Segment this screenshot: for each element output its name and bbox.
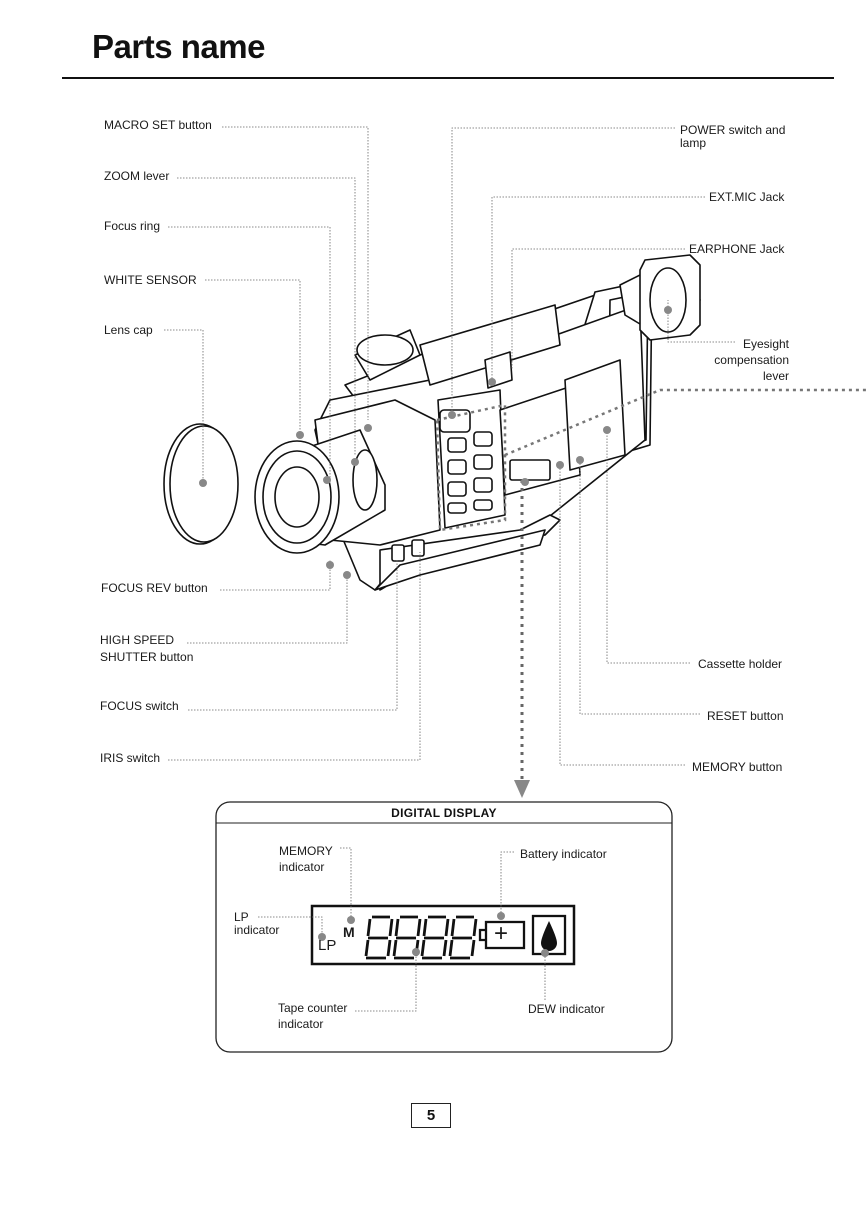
label-lens-cap: Lens cap <box>104 323 153 337</box>
leader-lines-left <box>164 126 421 761</box>
label-high-speed-1: HIGH SPEED <box>100 633 175 647</box>
digital-display-title: DIGITAL DISPLAY <box>391 806 497 820</box>
label-memory-indicator-1: MEMORY <box>279 844 333 858</box>
label-memory-indicator-2: indicator <box>279 860 325 874</box>
label-eyesight-2: compensation <box>714 353 789 367</box>
label-white-sensor: WHITE SENSOR <box>104 273 197 287</box>
label-tape-counter-1: Tape counter <box>278 1001 348 1015</box>
title-rule <box>62 77 834 79</box>
display-panel-frame <box>215 801 673 1053</box>
lcd-battery-plus: + <box>494 920 509 947</box>
label-eyesight-1: Eyesight <box>742 337 789 351</box>
display-callout-dots <box>318 912 549 957</box>
label-eyesight-3: lever <box>762 369 789 383</box>
page-number: 5 <box>411 1103 451 1128</box>
label-lp-indicator-2: indicator <box>234 923 280 937</box>
dew-box <box>531 914 567 956</box>
tape-counter-digits <box>364 915 478 960</box>
battery-icon <box>478 920 526 950</box>
label-battery-indicator: Battery indicator <box>520 847 607 861</box>
label-dew-indicator: DEW indicator <box>528 1002 605 1016</box>
label-focus-ring: Focus ring <box>104 219 161 233</box>
lcd-memory-mark: M <box>343 924 355 940</box>
label-power-1: POWER switch and <box>680 123 786 137</box>
lcd-lp-mark: LP <box>318 937 337 954</box>
label-macro-set: MACRO SET button <box>104 118 212 132</box>
label-zoom-lever: ZOOM lever <box>104 169 170 183</box>
label-high-speed-2: SHUTTER button <box>100 650 194 664</box>
label-power-2: lamp <box>680 136 707 150</box>
callout-dots <box>199 306 672 579</box>
label-tape-counter-2: indicator <box>278 1017 324 1031</box>
label-focus-switch: FOCUS switch <box>100 699 179 713</box>
label-earphone: EARPHONE Jack <box>689 242 785 256</box>
leader-lines-right <box>451 127 735 766</box>
page-title: Parts name <box>92 28 265 65</box>
label-iris-switch: IRIS switch <box>100 751 161 765</box>
display-highlight <box>435 388 868 532</box>
label-focus-rev: FOCUS REV button <box>101 581 208 595</box>
label-cassette-holder: Cassette holder <box>698 657 783 671</box>
dew-icon <box>541 921 557 951</box>
label-memory-button: MEMORY button <box>692 760 783 774</box>
camcorder-body <box>163 254 701 591</box>
display-leader-lines <box>258 847 546 1012</box>
label-reset-button: RESET button <box>707 709 784 723</box>
label-lp-indicator-1: LP <box>234 910 249 924</box>
label-ext-mic: EXT.MIC Jack <box>709 190 785 204</box>
display-arrow-head <box>514 780 530 798</box>
